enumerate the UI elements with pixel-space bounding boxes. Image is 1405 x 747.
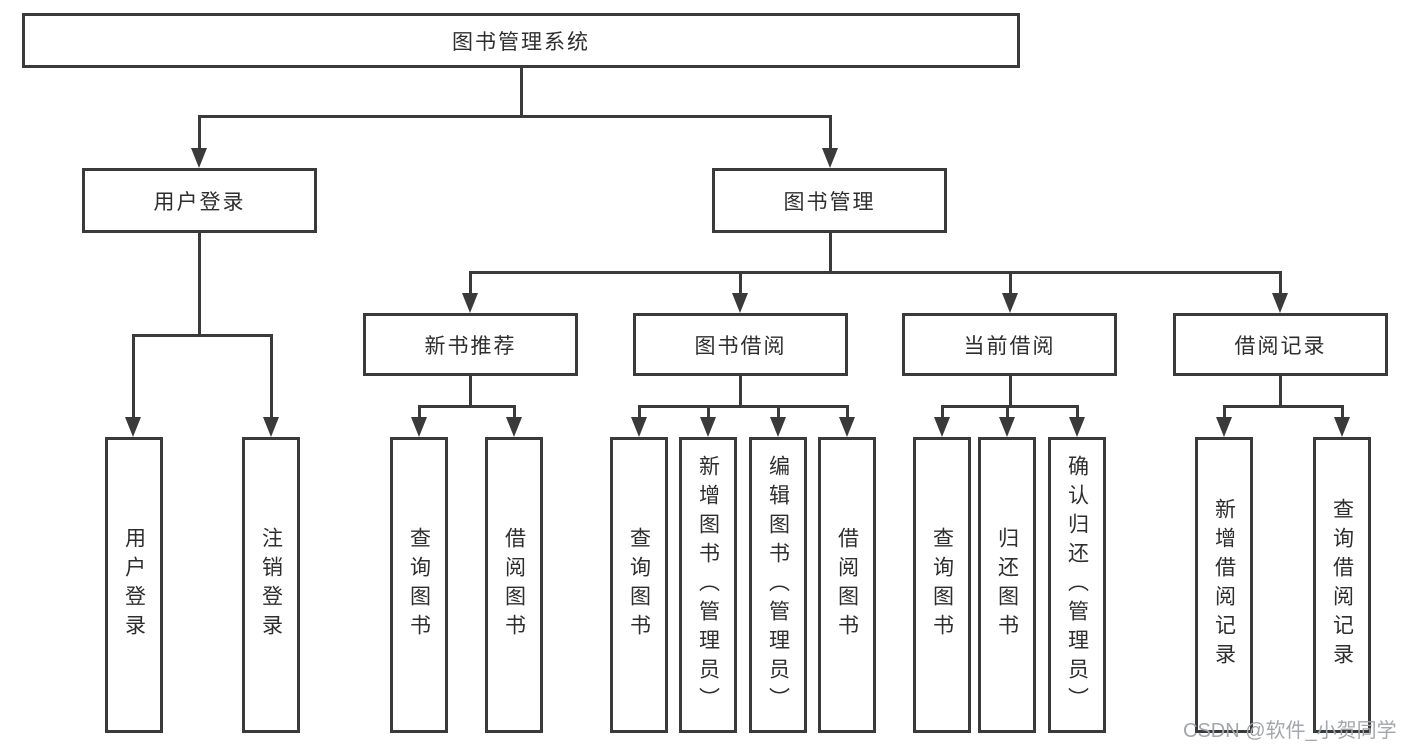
arrow-down-icon [999,417,1015,437]
arrow-down-icon [700,417,716,437]
connector-borrow-records-stem [1279,376,1282,407]
csdn-watermark: CSDN @软件_小贺同学 [1183,720,1397,742]
connector-current-borrow-drop-1 [941,405,944,419]
arrow-down-icon [770,417,786,437]
arrow-down-icon [1334,417,1350,437]
arrow-down-icon [263,417,279,437]
connector-book-management-drop-3 [1009,271,1012,295]
arrow-down-icon [1069,417,1085,437]
connector-new-book-recommend-drop-2 [513,405,516,419]
node-root-library-management-system: 图书管理系统 [22,13,1020,68]
leaf-logout: 注销登录 [242,437,300,733]
arrow-down-icon [1002,293,1018,313]
leaf-confirm-return-admin: 确认归还（管理员） [1048,437,1106,733]
connector-book-management-stem [829,233,832,273]
connector-current-borrow-stem [1009,376,1012,407]
connector-book-borrow-drop-2 [707,405,710,419]
connector-book-borrow-drop-3 [777,405,780,419]
connector-user-login-bus [132,334,273,337]
arrow-down-icon [934,417,950,437]
arrow-down-icon [631,417,647,437]
arrow-down-icon [191,148,207,168]
connector-user-login-drop-1 [132,334,135,419]
leaf-borrow-books: 借阅图书 [818,437,876,733]
leaf-user-login: 用户登录 [105,437,163,733]
arrow-down-icon [506,417,522,437]
leaf-query-books-recommend: 查询图书 [390,437,448,733]
connector-current-borrow-drop-3 [1076,405,1079,419]
leaf-return-book: 归还图书 [978,437,1036,733]
connector-user-login-stem [198,233,201,336]
arrow-down-icon [1216,417,1232,437]
arrow-down-icon [822,148,838,168]
leaf-edit-book-admin: 编辑图书（管理员） [749,437,807,733]
connector-root-drop-left [198,115,201,150]
connector-book-management-bus [469,271,1282,274]
connector-root-bus [198,115,831,118]
connector-book-borrow-stem [739,376,742,407]
node-book-borrow: 图书借阅 [633,313,848,376]
connector-root-drop-right [829,115,832,150]
connector-book-management-drop-1 [469,271,472,295]
connector-user-login-drop-2 [270,334,273,419]
arrow-down-icon [411,417,427,437]
connector-new-book-recommend-drop-1 [418,405,421,419]
arrow-down-icon [1272,293,1288,313]
node-book-management: 图书管理 [712,168,947,233]
connector-root-stem [520,68,523,116]
leaf-add-book-admin: 新增图书（管理员） [679,437,737,733]
connector-borrow-records-drop-1 [1223,405,1226,419]
arrow-down-icon [839,417,855,437]
arrow-down-icon [462,293,478,313]
node-new-book-recommend: 新书推荐 [363,313,578,376]
connector-borrow-records-drop-2 [1341,405,1344,419]
arrow-down-icon [125,417,141,437]
connector-book-borrow-bus [638,405,849,408]
connector-book-management-drop-4 [1279,271,1282,295]
node-current-borrow: 当前借阅 [902,313,1117,376]
connector-new-book-recommend-bus [418,405,516,408]
connector-book-management-drop-2 [739,271,742,295]
leaf-query-books-current: 查询图书 [913,437,971,733]
node-user-login: 用户登录 [82,168,317,233]
connector-current-borrow-drop-2 [1006,405,1009,419]
connector-book-borrow-drop-4 [846,405,849,419]
connector-book-borrow-drop-1 [638,405,641,419]
arrow-down-icon [732,293,748,313]
connector-current-borrow-bus [941,405,1079,408]
leaf-add-borrow-record: 新增借阅记录 [1195,437,1253,733]
node-borrow-records: 借阅记录 [1173,313,1388,376]
connector-new-book-recommend-stem [469,376,472,407]
leaf-query-borrow-record: 查询借阅记录 [1313,437,1371,733]
leaf-borrow-books-recommend: 借阅图书 [485,437,543,733]
leaf-query-books-borrow: 查询图书 [610,437,668,733]
connector-borrow-records-bus [1223,405,1344,408]
